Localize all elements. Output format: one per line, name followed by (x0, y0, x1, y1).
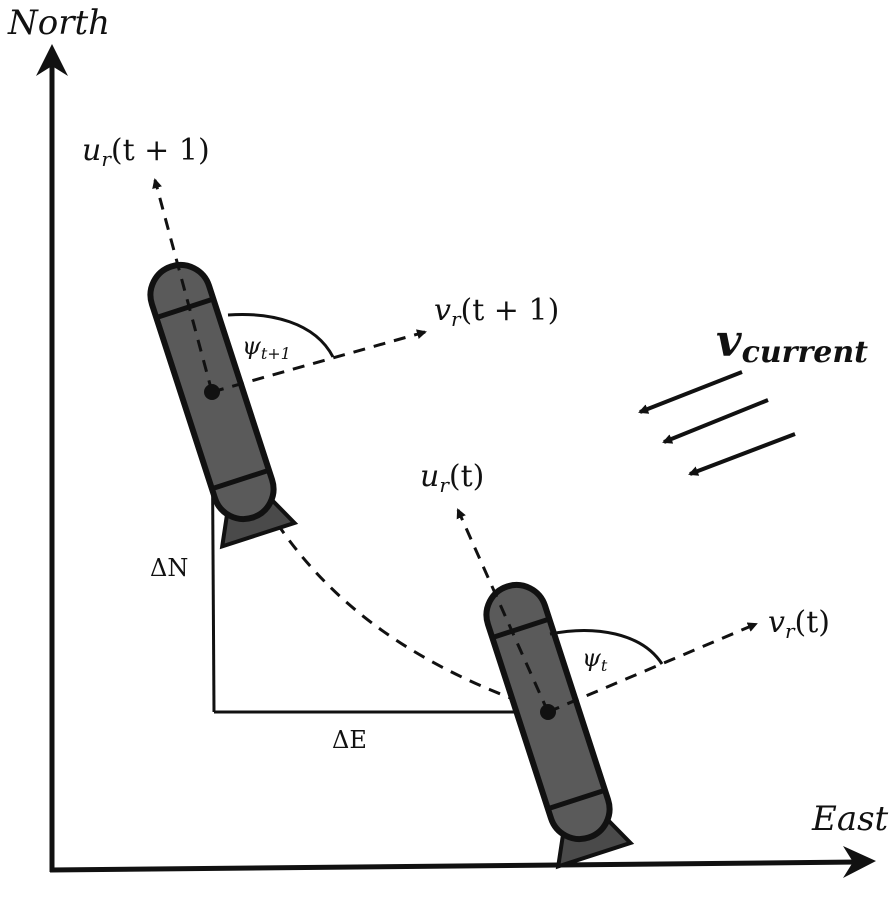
vehicle-t (483, 581, 635, 870)
label-vr-t: vr(t) (768, 605, 830, 643)
sway-axis-t-plus-1 (211, 329, 427, 394)
current-arrow-2 (662, 398, 769, 444)
heading-arc-t-plus-1 (227, 313, 335, 358)
surge-axis-t (456, 508, 550, 713)
current-label-sub: current (742, 335, 869, 370)
north-axis-label: North (7, 3, 110, 43)
label-ur-t-plus-1: ur(t + 1) (82, 133, 210, 171)
vehicle-t-plus-1-band-rear (213, 468, 268, 491)
east-axis-arrowhead (843, 846, 876, 878)
north-axis-arrowhead (36, 44, 68, 76)
axes: North East (7, 3, 889, 878)
label-vr-t-plus-1: vr(t + 1) (434, 293, 559, 331)
delta-n-label: ΔN (150, 554, 188, 582)
trajectory-path (210, 391, 551, 714)
east-axis-label: East (811, 799, 889, 839)
label-ur-t: ur(t) (420, 459, 484, 497)
vehicle-t-band-front (493, 617, 549, 640)
current-arrow-3 (688, 432, 796, 476)
vehicle-t-plus-1-band-front (157, 297, 213, 320)
heading-arc-t (549, 629, 664, 665)
label-psi-t: ψt (582, 644, 608, 675)
current-label: vcurrent (716, 316, 868, 370)
current-arrows: vcurrent (638, 316, 868, 476)
vehicle-t-plus-1 (147, 261, 299, 550)
current-arrow-1 (638, 370, 743, 414)
label-psi-t-plus-1: ψt+1 (242, 332, 291, 363)
vehicle-t-plus-1-center (204, 384, 220, 400)
east-axis (49, 859, 859, 873)
sway-axis-t (547, 622, 758, 714)
vehicle-t-center (540, 704, 556, 720)
surge-axis-t-plus-1 (152, 178, 214, 393)
vehicle-t-band-rear (549, 788, 604, 811)
delta-e-label: ΔE (332, 726, 367, 754)
